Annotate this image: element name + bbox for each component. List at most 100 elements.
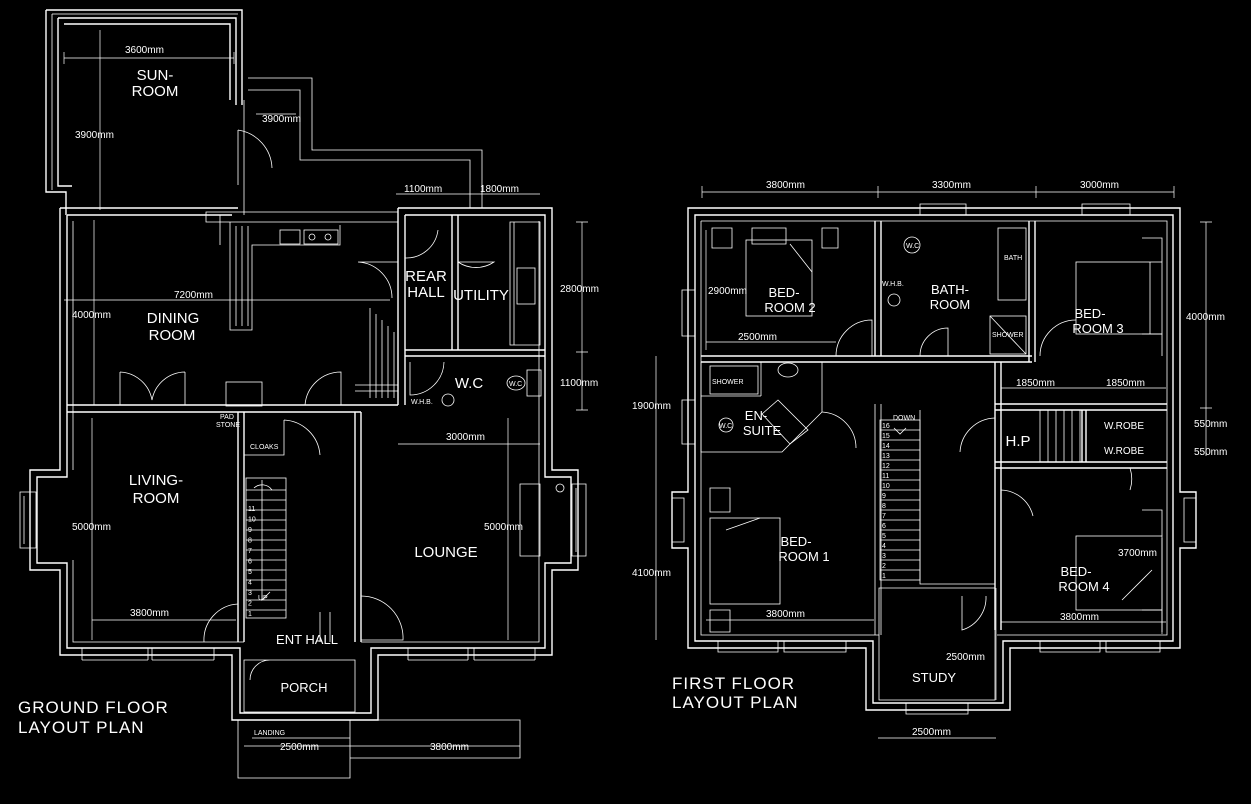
sunroom-label-1: SUN- <box>137 67 174 84</box>
dim-dining-w: 7200mm <box>174 290 213 301</box>
dim-top-1: 3800mm <box>766 180 805 191</box>
bath-label-2: ROOM <box>930 297 970 312</box>
first-stair-step-11: 11 <box>882 473 889 480</box>
ent-hall-label: ENT HALL <box>276 632 338 647</box>
bed1-bed <box>709 517 781 605</box>
wc-door <box>409 361 445 396</box>
hot-press-shelves <box>1039 409 1081 463</box>
dining-label-1: DINING <box>147 310 200 327</box>
first-stair-step-2: 2 <box>882 563 886 570</box>
bath-fixture-label: BATH <box>1004 255 1022 262</box>
ground-stair-step-10: 10 <box>248 517 256 524</box>
hall-left-wall <box>874 404 882 635</box>
ensuite-wc-label: W.C <box>719 423 732 430</box>
bed4-label-2: ROOM 4 <box>1058 579 1109 594</box>
rear-steps <box>355 308 398 398</box>
cloaks-label: CLOAKS <box>250 444 279 451</box>
dim-landing-ext: 3800mm <box>430 742 469 753</box>
dining-doors <box>119 371 186 405</box>
dim-wrobe-h2: 550mm <box>1194 447 1227 458</box>
living-label-2: ROOM <box>133 490 180 507</box>
entrance-hall-walls <box>237 412 362 642</box>
dim-rear-hall-w: 1100mm <box>404 184 442 195</box>
ground-stair-step-11: 11 <box>248 506 255 513</box>
dim-study-w: 2500mm <box>912 727 951 738</box>
dim-living-h: 5000mm <box>72 522 111 533</box>
dim-landing-w: 2500mm <box>280 742 319 753</box>
hp-label: H.P <box>1005 433 1030 450</box>
first-stair-step-9: 9 <box>882 493 886 500</box>
bath-label-1: BATH- <box>931 282 969 297</box>
porch-walls <box>243 659 356 713</box>
first-top-windows <box>919 203 1131 216</box>
first-dimension-lines <box>655 186 1212 739</box>
wc-label: W.C <box>455 375 483 392</box>
bath-tub <box>997 227 1027 301</box>
first-stair-step-14: 14 <box>882 443 890 450</box>
bath-door <box>919 327 949 357</box>
ground-stair-step-3: 3 <box>248 590 252 597</box>
dining-label-2: ROOM <box>149 327 196 344</box>
bath-whb-label: W.H.B. <box>882 281 904 288</box>
bed3-label-1: BED- <box>1074 306 1105 321</box>
dim-dining-h: 4000mm <box>72 310 111 321</box>
ground-stairs <box>245 477 287 619</box>
flue-outline <box>243 77 483 215</box>
dim-wrobe-h1: 550mm <box>1194 419 1227 430</box>
dim-sun-width: 3600mm <box>125 45 164 56</box>
rear-hall-door <box>404 225 439 259</box>
dim-study-h: 2500mm <box>946 652 985 663</box>
lounge-bay-window <box>519 483 541 557</box>
ensuite-walls <box>700 362 823 453</box>
living-label-1: LIVING- <box>129 472 183 489</box>
stairs-up-label: UP <box>258 595 268 602</box>
bed2-label-1: BED- <box>768 285 799 300</box>
bed1-label-2: ROOM 1 <box>778 549 829 564</box>
ground-stair-step-6: 6 <box>248 559 252 566</box>
ground-stair-step-8: 8 <box>248 538 252 545</box>
ensuite-door <box>821 411 857 449</box>
first-stair-step-15: 15 <box>882 433 890 440</box>
dining-living-wall <box>67 404 398 413</box>
ground-windows <box>81 648 536 661</box>
bed4-door <box>1000 489 1034 524</box>
pad-stone-label-1: PAD <box>220 414 234 421</box>
dim-lounge-w: 3000mm <box>446 432 485 443</box>
dim-bed4-h: 3700mm <box>1118 548 1157 559</box>
lounge-label: LOUNGE <box>414 544 477 561</box>
bed2-label-2: ROOM 2 <box>764 300 815 315</box>
ground-stair-step-2: 2 <box>248 601 252 608</box>
ensuite-shower-label: SHOWER <box>712 379 744 386</box>
dim-sun-height: 3900mm <box>75 130 114 141</box>
ground-stair-step-4: 4 <box>248 580 252 587</box>
sunroom-label-2: ROOM <box>132 83 179 100</box>
dim-bed3-h: 4000mm <box>1186 312 1225 323</box>
ground-floor-title-1: GROUND FLOOR <box>18 698 169 717</box>
dim-bed1-h: 4100mm <box>632 568 671 579</box>
first-bottom-windows <box>717 641 1161 715</box>
sunroom-door <box>237 129 273 185</box>
wrobe-label-2: W.ROBE <box>1104 446 1144 457</box>
first-stair-step-10: 10 <box>882 483 890 490</box>
ensuite-label-2: SUITE <box>743 423 782 438</box>
study-door <box>961 595 987 631</box>
cloaks-partition <box>244 419 321 456</box>
wrobe-label-1: W.ROBE <box>1104 421 1144 432</box>
rear-hall-label-1: REAR <box>405 268 447 285</box>
ensuite-label-1: EN- <box>745 408 767 423</box>
first-floor-plan: BED- ROOM 2 BATH- ROOM BED- ROOM 3 EN- S… <box>632 180 1227 739</box>
living-door <box>203 603 239 643</box>
bed3-label-2: ROOM 3 <box>1072 321 1123 336</box>
first-stair-step-4: 4 <box>882 543 886 550</box>
study-walls <box>878 587 996 701</box>
lounge-door <box>360 595 404 641</box>
whb-label: W.H.B. <box>411 399 433 406</box>
first-stair-step-3: 3 <box>882 553 886 560</box>
dim-bed4-w: 3800mm <box>1060 612 1099 623</box>
pad-stone-label-2: STONE <box>216 422 240 429</box>
first-stair-step-7: 7 <box>882 513 886 520</box>
kitchen-counter <box>205 211 399 331</box>
dim-living-w: 3800mm <box>130 608 169 619</box>
